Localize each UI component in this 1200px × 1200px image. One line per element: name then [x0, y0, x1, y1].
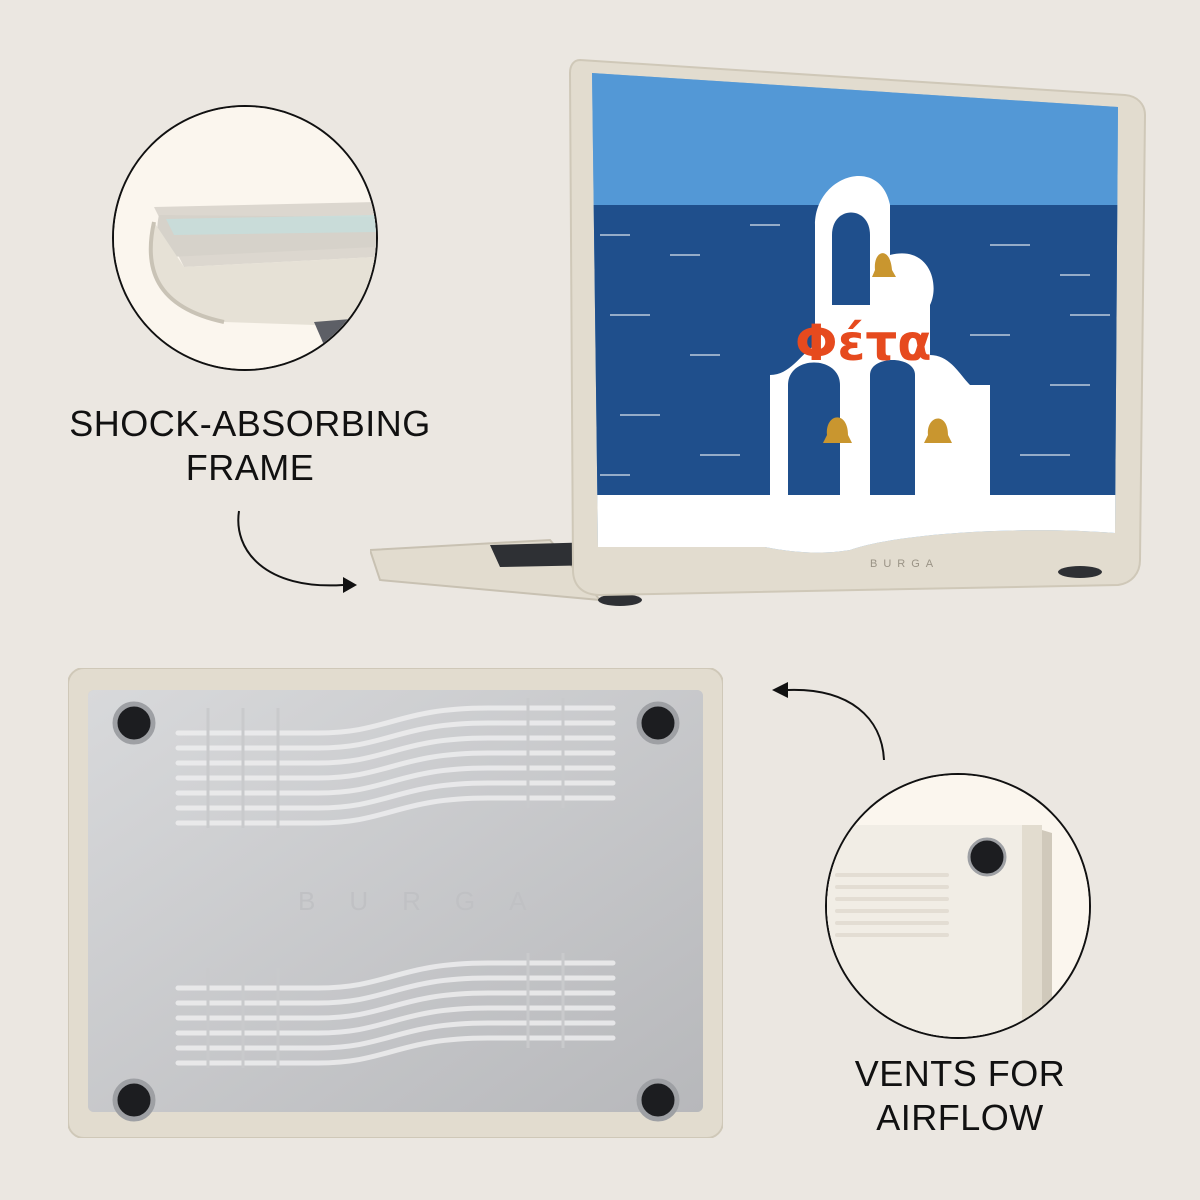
arrow-curve-up-left-icon	[772, 682, 885, 761]
frame-caption-line1: SHOCK-ABSORBING	[69, 403, 431, 444]
frame-caption: SHOCK-ABSORBING FRAME	[40, 402, 460, 490]
vents-corner-image	[827, 775, 1089, 1037]
vents-caption-line2: AIRFLOW	[876, 1097, 1044, 1138]
frame-caption-line2: FRAME	[185, 447, 315, 488]
laptop-rear-view: Φέτα BURGA	[370, 58, 1147, 606]
lid-brand-label: BURGA	[870, 558, 939, 570]
case-underside: BURGA	[68, 668, 723, 1138]
vents-caption: VENTS FOR AIRFLOW	[790, 1052, 1130, 1140]
frame-detail-circle	[112, 105, 378, 371]
vents-detail-circle	[825, 773, 1091, 1039]
artwork-title: Φέτα	[795, 314, 932, 372]
arrow-curve-down-right-icon	[237, 510, 357, 593]
frame-corner-image	[114, 107, 376, 369]
vents-caption-line1: VENTS FOR	[854, 1053, 1066, 1094]
underside-brand-label: BURGA	[298, 886, 560, 916]
